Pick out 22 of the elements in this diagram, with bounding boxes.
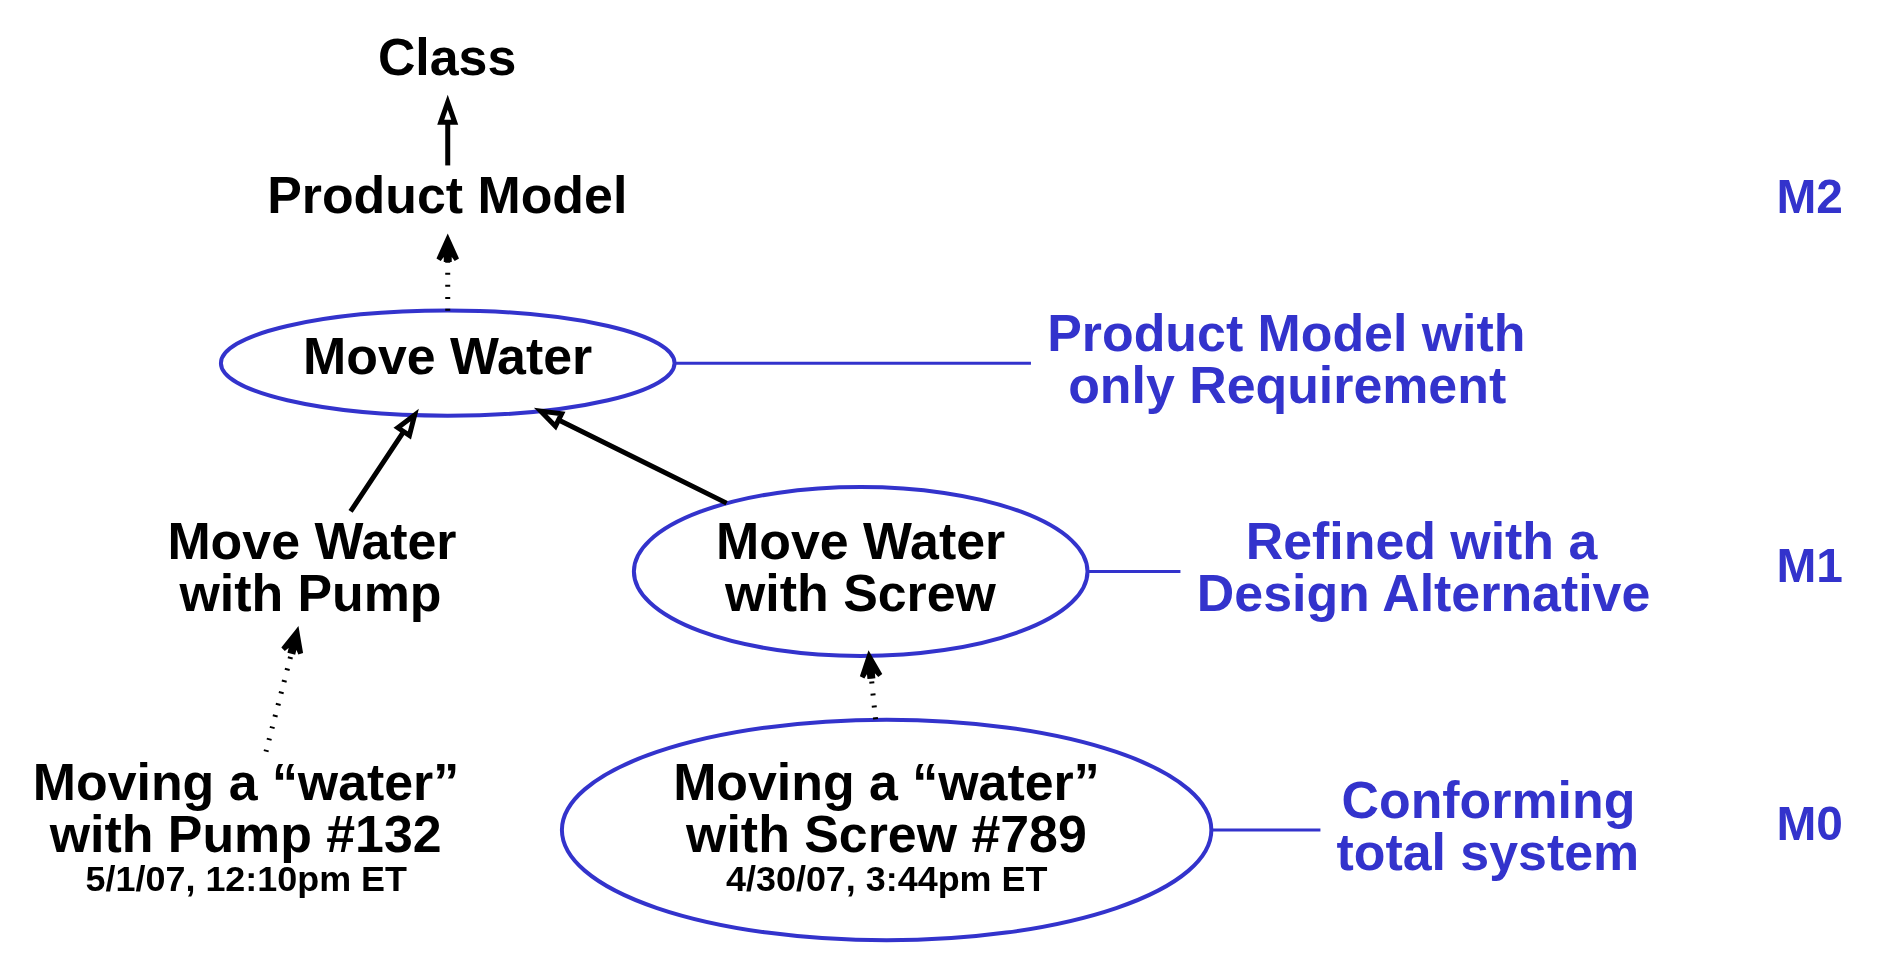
connector [674,361,1031,365]
node-ellipse: Move Water [218,308,677,418]
label: M0 [1776,796,1843,850]
arrow [437,94,459,165]
arrow [263,628,304,752]
node-ellipse: Moving a “water” with Screw #789 4/30/07, 3:44pm ET [559,717,1214,942]
node-text: Product Model [267,165,628,224]
node-text: Refined with a Design Alternative [1196,511,1651,622]
node-text: Move Water with Pump [167,511,457,622]
label: M2 [1776,169,1843,223]
arrow [436,236,460,311]
node-text: Moving a “water” with Pump #132 5/1/07, 12:10pm ET [32,752,460,899]
node-text: Product Model with only Requirement [1047,303,1526,414]
node-text: Conforming total system [1336,770,1640,880]
arrow [348,408,419,513]
label: M1 [1776,538,1843,592]
arrow [533,407,728,505]
node-text: Class [377,27,517,86]
node-ellipse: Move Water with Screw [631,484,1090,658]
connector [1211,828,1321,831]
arrow [859,653,883,720]
connector [1088,569,1181,573]
